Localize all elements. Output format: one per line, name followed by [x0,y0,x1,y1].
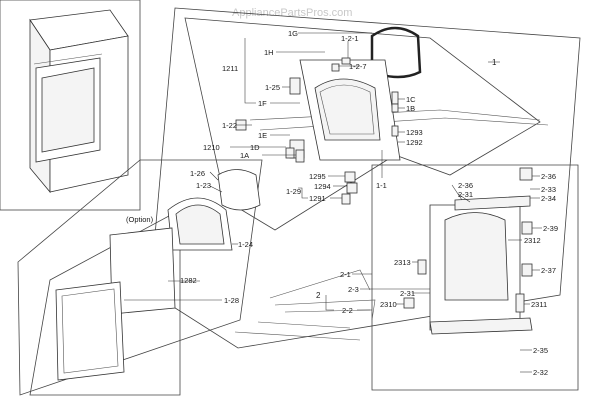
bracket-1a [295,149,305,163]
label-1-29: 1-29 [286,187,301,196]
door-frame-1f [289,57,401,161]
label-2-31a: 2-31 [458,190,473,199]
leader-2-bracket [325,295,334,311]
clip-1-2-1 [341,57,351,65]
label-1294: 1294 [314,182,331,191]
outline-option-group [17,159,263,396]
connector-c [269,269,371,299]
label-1h: 1H [264,48,274,57]
label-1292: 1292 [406,138,423,147]
label-option: (Option) [126,215,154,224]
label-1e: 1E [258,131,267,140]
part-2310 [403,297,415,309]
connector-b [259,117,549,131]
bracket-1d [285,147,295,159]
inner-door-window [175,204,225,245]
part-2-36 [519,167,533,181]
clip-2-37 [521,263,533,277]
label-2-36b: 2-36 [541,172,556,181]
label-1-26: 1-26 [190,169,205,178]
label-1d: 1D [250,143,260,152]
label-1g: 1G [288,29,298,38]
part-1294 [346,182,358,194]
label-2-35: 2-35 [533,346,548,355]
front-panel-assembly-2 [403,167,533,335]
label-1c: 1C [406,95,416,104]
connector-f [234,331,361,341]
label-2-34: 2-34 [541,194,556,203]
label-1-23: 1-23 [196,181,211,190]
screw-1b [391,103,399,113]
latch-1c [391,91,399,105]
plate-2313 [417,259,427,275]
leader-1-29 [298,187,308,199]
hinge-1-25 [289,77,301,95]
door-frame-window [314,78,381,141]
gasket-frame-inner [61,288,119,374]
front-panel-opening [444,212,509,301]
leader-1-26 [209,171,219,181]
overview-box [0,0,141,211]
label-1-2-1: 1-2-1 [341,34,359,43]
part-1295 [344,171,356,183]
clip-2-39 [521,221,533,235]
label-2-3: 2-3 [348,285,359,294]
label-2-32: 2-32 [533,368,548,377]
plate-2311 [515,293,525,313]
label-2-31b: 2-31 [400,289,415,298]
label-1f: 1F [258,99,267,108]
label-2-36a: 2-36 [458,181,473,190]
top-bracket-2-33 [454,195,531,211]
label-2313: 2313 [394,258,411,267]
label-1-2-7: 1-2-7 [349,62,367,71]
bottom-bracket-2-35 [429,317,533,335]
label-2312: 2312 [524,236,541,245]
dryer-overview [0,0,141,211]
gasket-frame-1-28 [55,281,125,381]
label-1b: 1B [406,104,415,113]
dryer-door-top-edge [33,53,103,65]
leader-lines [124,32,542,373]
label-1: 1 [492,58,497,67]
label-1-25: 1-25 [265,83,280,92]
leader-2-36a [451,184,463,201]
label-1-24: 1-24 [238,240,253,249]
connector-g [257,321,351,329]
leader-2-31a [457,193,471,203]
label-1-22: 1-22 [222,121,237,130]
clip-1-2-7 [331,63,340,72]
label-1a: 1A [240,151,249,160]
label-2-2: 2-2 [342,306,353,315]
door-frame-window-inner [319,84,375,135]
label-2: 2 [316,291,321,300]
label-1291: 1291 [309,194,326,203]
connector-d [274,299,376,321]
dryer-door-window [41,67,95,153]
label-1-1: 1-1 [376,181,387,190]
label-2-37: 2-37 [541,266,556,275]
label-1282: 1282 [180,276,197,285]
leader-1-23 [209,185,223,193]
label-2311: 2311 [531,300,547,309]
label-1211: 1211 [222,64,238,73]
connector-e [284,309,371,313]
screw-1293 [391,125,399,137]
label-1-28: 1-28 [224,296,239,305]
watermark: AppliancePartsPros.com [232,7,352,19]
option-door-parts [55,169,261,381]
label-1293: 1293 [406,128,423,137]
label-2-39: 2-39 [543,224,558,233]
leader-1211-bracket [244,38,256,104]
label-1295: 1295 [309,172,326,181]
label-2310: 2310 [380,300,397,309]
label-2-1: 2-1 [340,270,351,279]
label-2-33: 2-33 [541,185,556,194]
part-1291 [341,193,351,205]
label-1210: 1210 [203,143,220,152]
outline-assembly-2 [371,164,579,391]
part-labels: 1G 1-2-1 1H 1211 1-2-7 1-25 1F 1C 1B 1-2… [126,29,558,377]
glass-1-26 [217,169,261,211]
